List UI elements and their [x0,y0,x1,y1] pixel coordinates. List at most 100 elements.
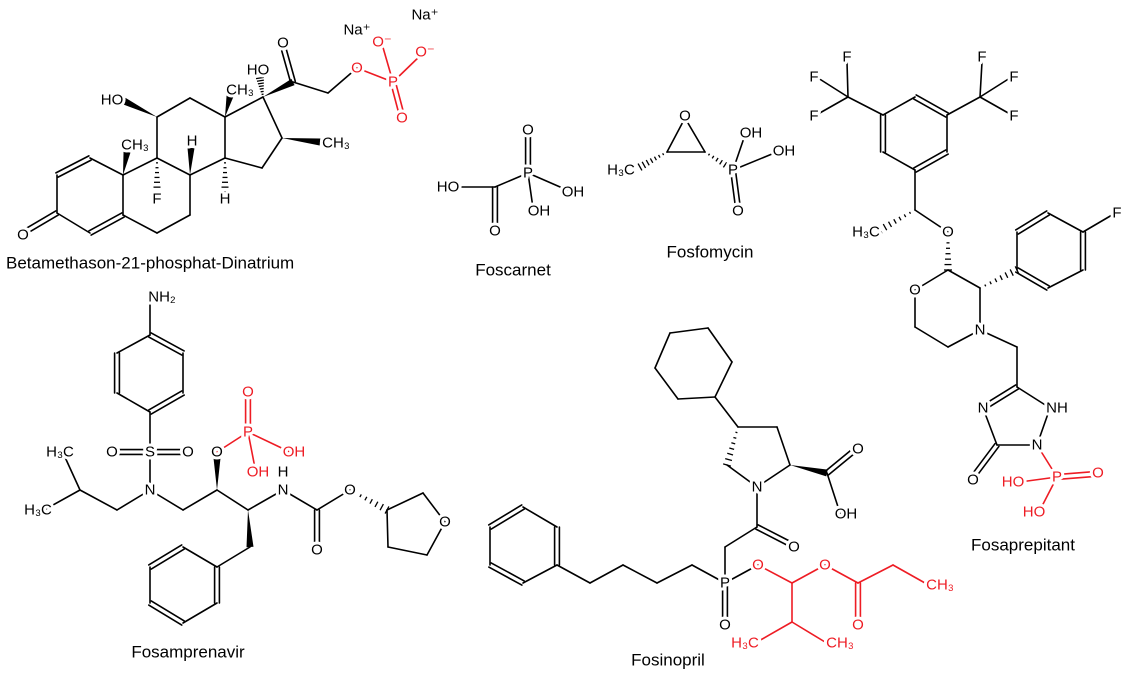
atom-label: F [1112,205,1121,222]
bond [522,506,558,528]
hashed-bond [645,159,650,166]
bond [247,431,256,469]
hashed-bond [259,87,264,90]
bond [979,329,1018,348]
bond [392,53,423,83]
atom-label: H₃C [607,162,635,179]
atom-label: O [909,282,921,299]
atom-label: OH [283,444,306,461]
bond [824,564,859,584]
bond [116,489,151,511]
hashed-bond [893,218,897,224]
molecule-name-betamethasone: Betamethason-21-phosphat-Dinatrium [6,254,294,273]
atom-label: HO [1002,474,1025,491]
bond [791,564,826,584]
atom-label: F [809,69,818,86]
bond [1056,475,1096,481]
atom-label: N [752,479,763,496]
atom-label: O [351,60,363,77]
atom-label: F [152,191,161,208]
hashed-bond [255,76,265,80]
atom-label: CH₃ [322,135,350,152]
bond [285,48,297,83]
bond [316,489,351,511]
bond [20,210,57,232]
atom-label: P [243,424,253,441]
atom-label: NH [1046,400,1068,417]
atom-label: CH₃ [226,82,254,99]
atom-label: HO [247,62,270,79]
hashed-bond [657,154,661,158]
bond [882,151,916,171]
hashed-bond [256,79,264,82]
hashed-bond [653,156,657,161]
bond [827,451,858,476]
bond [1039,476,1058,511]
atom-label: O [396,110,408,127]
bond [224,157,263,169]
bond [882,96,916,116]
bond [979,61,983,98]
atom-label: N [978,400,989,417]
atom-label: HO [437,179,460,196]
atom-label: O [17,227,29,244]
bond [947,269,981,289]
hashed-bond [707,153,711,156]
bond [1036,407,1051,446]
bond [714,396,739,428]
bond [156,157,191,176]
bond [979,77,1011,98]
wedge-bond [246,510,254,548]
molecule-name-fosaprepitant: Fosaprepitant [971,536,1075,555]
bond [394,80,406,117]
atom-label: O [679,108,691,125]
bond [282,489,318,511]
bond [1017,214,1051,235]
bond [23,214,60,236]
bond [79,489,118,511]
bond [556,564,591,584]
atom-label: O [752,557,764,574]
bond [979,96,1011,115]
bond [57,159,92,178]
bond [487,504,523,526]
atom-label: CH₃ [926,577,954,594]
hashed-bond [726,164,732,171]
atom-label: O [852,617,864,634]
bond [857,564,894,584]
bond [490,508,526,530]
bond [826,472,841,514]
bond [791,621,826,643]
bond [224,96,264,118]
hashed-bond [1004,272,1009,279]
bond [914,209,949,233]
atom-label: HO [1023,504,1046,521]
atom-label: O [852,441,864,458]
atom-label: F [1009,108,1018,125]
bond [677,396,716,400]
atom-label: O [242,384,254,401]
bond [182,602,218,624]
bond [726,464,758,488]
bond [757,524,794,544]
atom-label: O [311,542,323,559]
atom-label: NH₂ [148,289,176,306]
atom-label: OH [562,184,585,201]
bond [724,564,759,584]
wedge-bond [187,147,195,175]
bond [691,564,726,584]
bond [182,546,218,568]
atom-label: O [1092,465,1104,482]
bond [56,212,91,234]
hashed-bond [999,275,1003,281]
hashed-bond [733,436,737,439]
hashed-bond [711,155,715,159]
bond [88,212,123,232]
hashed-bond [898,216,902,221]
bond [122,157,158,176]
bond [1047,269,1084,289]
bond [386,509,389,548]
atom-label: H₃C [46,444,74,461]
atom-label: H₃C [731,635,759,652]
